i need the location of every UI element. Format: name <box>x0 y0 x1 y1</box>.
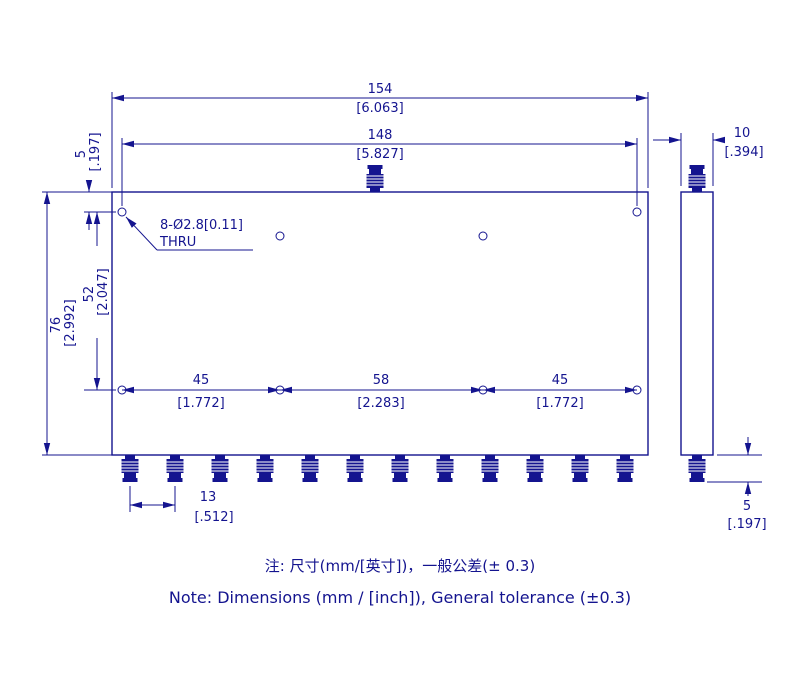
hole-callout-text: 8-Ø2.8[0.11] <box>160 218 243 233</box>
sma-connector <box>481 454 499 483</box>
dim-value-mm: 148 <box>368 128 393 143</box>
notes: 注: 尺寸(mm/[英寸])，一般公差(± 0.3) Note: Dimensi… <box>169 557 631 607</box>
sma-connector-side-bottom <box>688 454 706 483</box>
dim-value-mm: 52 <box>82 286 97 303</box>
side-view-body-outline <box>680 191 714 456</box>
sma-connector <box>301 454 319 483</box>
sma-connector <box>166 454 184 483</box>
dim-value-mm: 5 <box>74 150 89 158</box>
dim-value-mm: 13 <box>200 490 217 505</box>
dimension-connector-pitch: 13 [.512] <box>129 486 234 525</box>
dim-value-inch: [6.063] <box>356 101 403 116</box>
dimension-overall-height: 76 [2.992] <box>42 192 112 456</box>
sma-connector <box>436 454 454 483</box>
leader-line <box>125 216 158 251</box>
dimension-top-edge-to-holes: 5 [.197] <box>42 132 116 230</box>
dimension-hole-rows-spacing: 52 [2.047] <box>82 212 116 391</box>
sma-connector <box>256 454 274 483</box>
dimension-hole-span-width: 148 [5.827] <box>121 128 638 206</box>
dimension-bottom-span-mid: 58 [2.283] <box>280 373 483 411</box>
dim-value-inch: [2.047] <box>96 268 111 315</box>
note-cn: 注: 尺寸(mm/[英寸])，一般公差(± 0.3) <box>265 557 535 575</box>
dim-value-inch: [.197] <box>88 132 103 171</box>
dim-value-inch: [1.772] <box>177 396 224 411</box>
hole-callout: 8-Ø2.8[0.11] THRU <box>125 216 253 251</box>
sma-connector <box>391 454 409 483</box>
mounting-hole <box>117 207 127 217</box>
mounting-holes <box>117 207 642 395</box>
mounting-hole <box>275 231 285 241</box>
mounting-hole <box>632 207 642 217</box>
sma-connector <box>571 454 589 483</box>
note-en: Note: Dimensions (mm / [inch]), General … <box>169 588 631 607</box>
dim-value-mm: 10 <box>734 126 751 141</box>
mounting-hole <box>478 231 488 241</box>
dimension-connector-protrusion: 5 [.197] <box>707 437 767 532</box>
front-view <box>111 164 649 483</box>
dim-value-mm: 45 <box>193 373 210 388</box>
dim-value-inch: [.197] <box>727 517 766 532</box>
sma-connector <box>616 454 634 483</box>
side-view <box>680 164 714 483</box>
dimension-overall-width: 154 [6.063] <box>111 82 649 188</box>
dim-value: 76 [2.992] <box>49 299 78 346</box>
dim-value-inch: [2.992] <box>63 299 78 346</box>
dim-value: 52 [2.047] <box>82 268 111 315</box>
sma-connector <box>526 454 544 483</box>
sma-connector <box>211 454 229 483</box>
sma-connector-side-top <box>688 164 706 193</box>
dimension-side-thickness: 10 [.394] <box>653 126 764 186</box>
dim-value-mm: 76 <box>49 317 64 334</box>
sma-connector <box>121 454 139 483</box>
dim-value-inch: [.394] <box>724 145 763 160</box>
dim-value-inch: [2.283] <box>357 396 404 411</box>
dim-value-mm: 5 <box>743 499 751 514</box>
sma-connector-top <box>366 164 384 193</box>
dim-value-mm: 45 <box>552 373 569 388</box>
dimension-bottom-span-right: 45 [1.772] <box>483 373 637 411</box>
bottom-connector-row <box>121 454 634 483</box>
dim-value: 5 [.197] <box>74 132 103 171</box>
sma-connector <box>346 454 364 483</box>
dim-value-inch: [1.772] <box>536 396 583 411</box>
thru-text: THRU <box>159 235 196 250</box>
dim-value-inch: [5.827] <box>356 147 403 162</box>
dim-value-inch: [.512] <box>194 510 233 525</box>
dim-value-mm: 154 <box>368 82 393 97</box>
dimension-bottom-span-left: 45 [1.772] <box>122 373 280 411</box>
dim-value-mm: 58 <box>373 373 390 388</box>
